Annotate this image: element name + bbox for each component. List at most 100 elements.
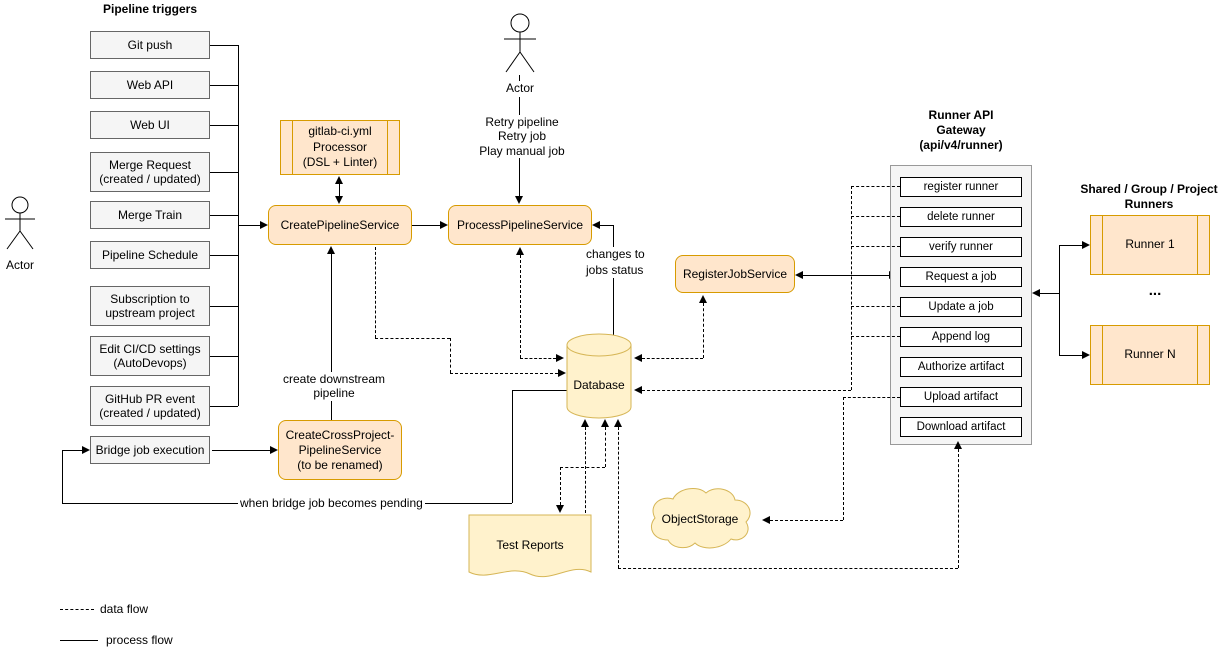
endpoint-delete-runner: delete runner	[900, 207, 1022, 227]
edge-segment	[519, 75, 520, 81]
arrowhead	[581, 419, 589, 427]
edge-segment	[851, 186, 900, 187]
edge-segment	[1040, 293, 1059, 294]
edge-segment	[1059, 245, 1082, 246]
trigger-merge-train: Merge Train	[90, 201, 210, 229]
edge-segment	[210, 45, 238, 46]
runner-n-label: Runner N	[1124, 347, 1176, 362]
edge-segment	[412, 225, 440, 226]
endpoint-authorize-artifact: Authorize artifact	[900, 357, 1022, 377]
edge-label-when-bridge-pending: when bridge job becomes pending	[238, 496, 425, 512]
arrowhead	[556, 354, 564, 362]
edge-segment	[560, 467, 605, 468]
node-runner-n: Runner N	[1090, 325, 1210, 385]
arrowhead	[762, 516, 770, 524]
edge-segment	[605, 427, 606, 467]
arrowhead	[954, 441, 962, 449]
arrowhead	[270, 446, 278, 454]
edge-segment	[375, 247, 376, 338]
edge-segment	[512, 390, 568, 391]
object-storage-cloud	[651, 487, 751, 549]
edge-segment	[520, 358, 556, 359]
legend-data-flow-label: data flow	[100, 602, 149, 616]
component-bar	[1197, 216, 1198, 274]
component-bar	[1102, 216, 1103, 274]
edge-segment	[958, 449, 959, 568]
edge-segment	[585, 427, 586, 513]
edge-segment	[618, 427, 619, 568]
edge-segment	[210, 255, 238, 256]
edge-segment	[1059, 355, 1082, 356]
trigger-web-api: Web API	[90, 71, 210, 99]
trigger-github-pr: GitHub PR event (created / updated)	[90, 386, 210, 426]
arrowhead	[601, 419, 609, 427]
edge-segment	[1059, 245, 1060, 355]
edge-segment	[703, 303, 704, 358]
endpoint-request-job: Request a job	[900, 267, 1022, 287]
actor-left-label: Actor	[5, 258, 34, 272]
arrowhead	[335, 196, 343, 204]
trigger-pipeline-schedule: Pipeline Schedule	[90, 241, 210, 269]
component-bar	[1102, 326, 1103, 384]
actor-left-icon	[5, 196, 35, 250]
trigger-edit-cicd: Edit CI/CD settings (AutoDevops)	[90, 336, 210, 376]
edge-segment	[843, 397, 900, 398]
edge-segment	[210, 172, 238, 173]
trigger-bridge-job: Bridge job execution	[90, 436, 210, 464]
edge-segment	[520, 255, 521, 358]
trigger-merge-request: Merge Request (created / updated)	[90, 152, 210, 192]
edge-segment	[613, 225, 614, 338]
edge-segment	[851, 306, 900, 307]
endpoint-append-log: Append log	[900, 327, 1022, 347]
edge-segment	[62, 450, 63, 503]
arrowhead	[1082, 241, 1090, 249]
edge-segment	[375, 338, 450, 339]
endpoint-register-runner: register runner	[900, 177, 1022, 197]
edge-label-changes-jobs-status: changes to jobs status	[584, 247, 647, 279]
runner-1-label: Runner 1	[1125, 237, 1175, 252]
edge-segment	[843, 397, 844, 520]
runners-ellipsis: ...	[1148, 282, 1162, 299]
node-gitlab-ci-processor: gitlab-ci.yml Processor (DSL + Linter)	[280, 120, 400, 175]
node-runner-1: Runner 1	[1090, 215, 1210, 275]
edge-segment	[62, 450, 82, 451]
edge-segment	[851, 216, 900, 217]
edge-segment	[210, 406, 238, 407]
legend-dashed-sample	[60, 609, 94, 610]
gateway-title: Runner API Gateway (api/v4/runner)	[919, 108, 1003, 152]
arrowhead	[592, 221, 600, 229]
trigger-subscription: Subscription to upstream project	[90, 286, 210, 326]
arrowhead	[82, 446, 90, 454]
edge-segment	[210, 215, 238, 216]
edge-segment	[339, 184, 340, 196]
edge-segment	[851, 246, 900, 247]
component-bar	[387, 121, 388, 174]
arrowhead	[614, 419, 622, 427]
edge-segment	[210, 125, 238, 126]
endpoint-update-job: Update a job	[900, 297, 1022, 317]
trigger-web-ui: Web UI	[90, 111, 210, 139]
component-bar	[292, 121, 293, 174]
arrowhead	[1032, 289, 1040, 297]
arrowhead	[515, 196, 523, 204]
edge-segment	[642, 358, 703, 359]
edge-segment	[560, 467, 561, 505]
arrowhead	[556, 505, 564, 513]
actor-top-label: Actor	[505, 81, 534, 95]
node-create-cross-project-service: CreateCrossProject- PipelineService (to …	[278, 420, 402, 480]
endpoint-verify-runner: verify runner	[900, 237, 1022, 257]
test-reports-document	[468, 514, 592, 578]
legend-solid-sample	[60, 640, 98, 641]
arrowhead	[1082, 351, 1090, 359]
edge-segment	[618, 568, 958, 569]
legend-process-flow-label: process flow	[106, 633, 173, 647]
node-process-pipeline-service: ProcessPipelineService	[448, 205, 592, 245]
arrowhead	[634, 386, 642, 394]
edge-segment	[851, 186, 852, 390]
database-label: Database	[573, 378, 625, 392]
arrowhead	[558, 369, 566, 377]
edge-segment	[600, 225, 614, 226]
edge-segment	[210, 85, 238, 86]
database-cylinder	[566, 333, 632, 419]
